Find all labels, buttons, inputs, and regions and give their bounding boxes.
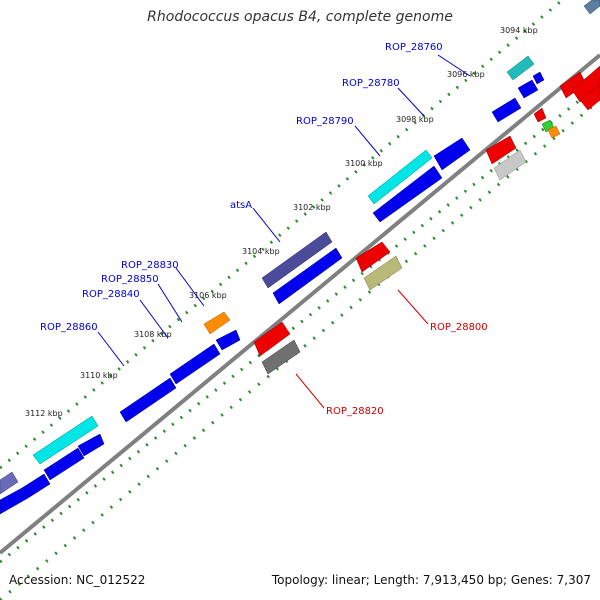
- kbp-tick-label: 3110 kbp: [80, 371, 118, 380]
- gene-blue[interactable]: [119, 377, 177, 423]
- label-leaders: [97, 54, 471, 367]
- gene-cyan-left[interactable]: [32, 415, 99, 465]
- plus-gene-labels: ROP_28760 ROP_28780 ROP_28790 atsA ROP_2…: [40, 42, 443, 333]
- genome-summary-text: Topology: linear; Length: 7,913,450 bp; …: [271, 573, 591, 587]
- minus-strand-genes: [253, 65, 600, 375]
- minus-gene-labels: ROP_28800 ROP_28820: [326, 322, 488, 417]
- gene-blue[interactable]: [43, 447, 85, 481]
- kbp-ticks: 3094 kbp 3096 kbp 3098 kbp 3100 kbp 3102…: [25, 26, 538, 418]
- gene-blue[interactable]: [532, 71, 545, 85]
- gene-slate-edge[interactable]: [0, 471, 19, 495]
- gene-cyan[interactable]: [367, 149, 433, 205]
- gene-blue[interactable]: [491, 97, 522, 123]
- genome-title: Rhodococcus opacus B4, complete genome: [147, 9, 453, 25]
- dna-backbone: [0, 53, 600, 555]
- gene-red[interactable]: [485, 135, 517, 165]
- leader-line: [397, 87, 425, 117]
- gene-label[interactable]: ROP_28860: [40, 322, 98, 333]
- leader-line: [139, 299, 169, 339]
- gene-lightgray[interactable]: [493, 149, 527, 181]
- leader-line: [397, 289, 429, 325]
- kbp-tick-label: 3096 kbp: [447, 70, 485, 79]
- gene-red[interactable]: [253, 321, 291, 357]
- gene-gray[interactable]: [261, 339, 301, 375]
- kbp-tick-label: 3100 kbp: [345, 159, 383, 168]
- gene-blue[interactable]: [372, 165, 443, 223]
- leader-line: [437, 54, 471, 77]
- gene-label[interactable]: ROP_28760: [385, 42, 443, 53]
- gene-blue[interactable]: [77, 433, 105, 457]
- leader-line: [252, 207, 281, 243]
- gene-label[interactable]: ROP_28830: [121, 260, 179, 271]
- plus-scale-track: [0, 0, 561, 470]
- kbp-tick-label: 3102 kbp: [293, 203, 331, 212]
- kbp-tick-label: 3106 kbp: [189, 291, 227, 300]
- gene-blue[interactable]: [169, 343, 221, 385]
- gene-steel-corner[interactable]: [583, 0, 600, 15]
- gene-red[interactable]: [579, 83, 600, 111]
- kbp-tick-label: 3108 kbp: [134, 330, 172, 339]
- outer-scale-track: [0, 98, 600, 600]
- gene-blue[interactable]: [433, 137, 471, 171]
- gene-blue[interactable]: [0, 487, 29, 515]
- gene-orange[interactable]: [547, 125, 561, 139]
- gene-red[interactable]: [533, 107, 547, 123]
- gene-olive[interactable]: [363, 255, 403, 291]
- minus-label-leaders: [295, 289, 429, 409]
- kbp-tick-label: 3112 kbp: [25, 409, 63, 418]
- kbp-tick-label: 3104 kbp: [242, 247, 280, 256]
- leader-line: [97, 331, 125, 367]
- gene-label[interactable]: atsA: [230, 200, 252, 211]
- gene-label[interactable]: ROP_28800: [430, 322, 488, 333]
- gene-label[interactable]: ROP_28840: [82, 289, 140, 300]
- plus-strand-genes: [0, 0, 600, 515]
- gene-blue[interactable]: [272, 247, 343, 305]
- gene-slate-atsA[interactable]: [261, 231, 333, 289]
- gene-label[interactable]: ROP_28850: [101, 274, 159, 285]
- gene-blue[interactable]: [517, 79, 539, 99]
- gene-blue[interactable]: [215, 329, 241, 351]
- accession-text: Accession: NC_012522: [9, 573, 146, 587]
- leader-line: [295, 373, 325, 409]
- gene-blue[interactable]: [21, 473, 51, 499]
- gene-red[interactable]: [355, 241, 391, 273]
- gene-label[interactable]: ROP_28790: [296, 116, 354, 127]
- gene-teal[interactable]: [506, 55, 535, 81]
- gene-label[interactable]: ROP_28780: [342, 78, 400, 89]
- gene-orange[interactable]: [203, 311, 231, 335]
- leader-line: [175, 267, 205, 307]
- leader-line: [354, 125, 381, 157]
- kbp-tick-label: 3098 kbp: [396, 115, 434, 124]
- leader-line: [157, 283, 183, 323]
- gene-label[interactable]: ROP_28820: [326, 406, 384, 417]
- kbp-tick-label: 3094 kbp: [500, 26, 538, 35]
- gene-red[interactable]: [571, 65, 600, 103]
